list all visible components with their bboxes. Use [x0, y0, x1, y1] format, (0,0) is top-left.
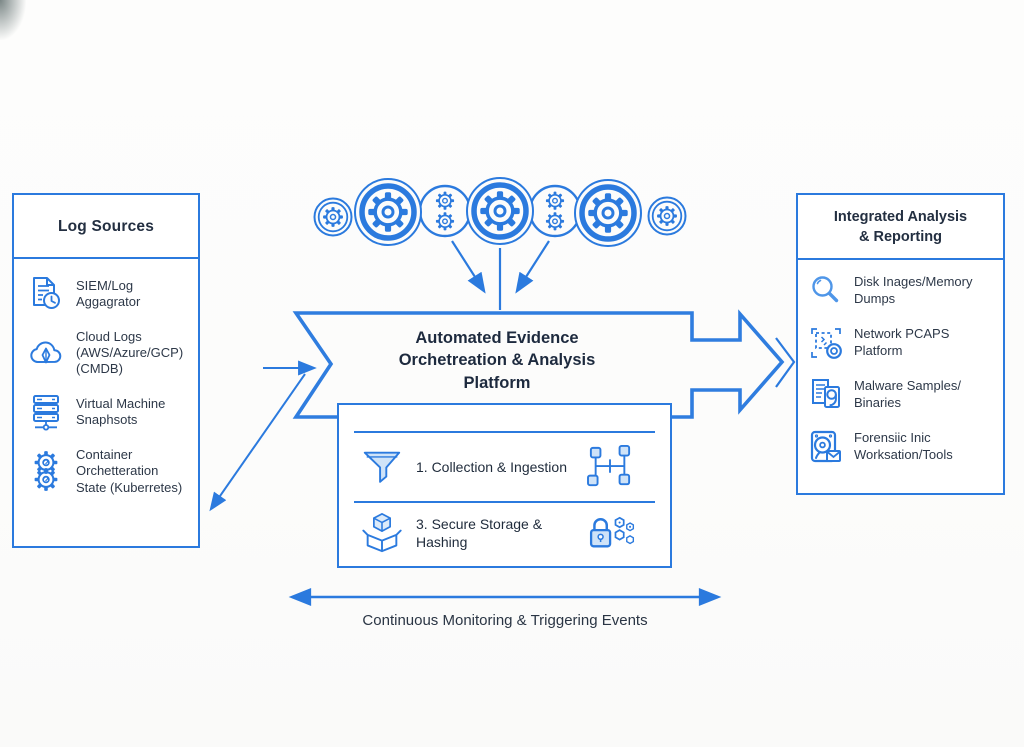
- integrated-analysis-list: Disk Inages/Memory Dumps Network PCAPS P…: [798, 260, 1003, 465]
- svg-text:?: ?: [43, 458, 49, 468]
- forensic-workstation-icon: [808, 429, 844, 465]
- platform-title-line: Automated Evidence: [415, 329, 579, 347]
- platform-process-box: 1. Collection & Ingestion: [337, 403, 672, 568]
- gear-icon: [355, 179, 421, 245]
- monitoring-caption: Continuous Monitoring & Triggering Event…: [362, 612, 648, 629]
- lock-hash-icon: [586, 514, 638, 552]
- down-arrow: [515, 240, 550, 294]
- list-item: Malware Samples/ Binaries: [808, 377, 999, 413]
- gear-icon: [315, 199, 352, 236]
- list-item: SIEM/Log Aggagrator: [26, 274, 192, 314]
- list-item-label: Network PCAPS Platform: [854, 326, 950, 358]
- log-sources-list: SIEM/Log Aggagrator Cloud Logs (AWS/Azur…: [14, 259, 198, 496]
- platform-title-line: Orchetreation & Analysis: [398, 351, 596, 370]
- vm-snapshots-icon: [26, 392, 66, 432]
- platform-title: Automated Evidence Orchetreation & Analy…: [342, 327, 652, 394]
- automation-gears-band: [315, 178, 686, 246]
- list-item: Forensiic Inic Worksation/Tools: [808, 429, 999, 465]
- process-step-label: 1. Collection & Ingestion: [416, 458, 567, 475]
- integrated-analysis-title: Integrated Analysis & Reporting: [798, 195, 1003, 260]
- list-item-label: Cloud Logs (AWS/Azure/GCP) (CMDB): [76, 329, 184, 377]
- list-item-label: Virtual Machine Snaphsots: [76, 396, 166, 428]
- down-arrow: [451, 240, 486, 294]
- list-item: Cloud Logs (AWS/Azure/GCP) (CMDB): [26, 329, 192, 377]
- siem-log-icon: [26, 274, 66, 314]
- process-step-row: 3. Secure Storage & Hashing: [354, 501, 655, 563]
- svg-text:?: ?: [43, 475, 49, 485]
- gear-icon: [420, 186, 470, 236]
- panel-title-line: Integrated Analysis: [833, 209, 968, 225]
- list-item: Disk Inages/Memory Dumps: [808, 273, 999, 309]
- photo-corner-artifact: [0, 0, 26, 40]
- malware-samples-icon: [808, 377, 844, 413]
- list-item-label: Malware Samples/ Binaries: [854, 378, 961, 410]
- log-sources-title: Log Sources: [14, 195, 198, 259]
- workflow-icon: [586, 445, 634, 489]
- list-item-label: Disk Inages/Memory Dumps: [854, 274, 973, 306]
- platform-title-line: Platform: [463, 373, 531, 392]
- log-sources-panel: Log Sources SIEM/Log Aggagrator: [12, 193, 200, 548]
- list-item: Virtual Machine Snaphsots: [26, 392, 192, 432]
- list-item-label: Forensiic Inic Worksation/Tools: [854, 430, 953, 462]
- cloud-logs-icon: [26, 333, 66, 373]
- list-item: Network PCAPS Platform: [808, 325, 999, 361]
- log-sources-platform-arrows: [209, 360, 317, 512]
- integrated-analysis-panel: Integrated Analysis & Reporting Disk Ina…: [796, 193, 1005, 495]
- magnifier-icon: [808, 273, 844, 309]
- gear-icon: [467, 178, 533, 244]
- container-orchestration-icon: ? ?: [26, 451, 66, 492]
- gear-icon: [530, 186, 580, 236]
- panel-title-line: & Reporting: [859, 229, 942, 246]
- list-item-label: Container Orchetteration State (Kuberret…: [76, 447, 183, 495]
- process-step-row: 1. Collection & Ingestion: [354, 431, 655, 501]
- funnel-icon: [360, 445, 404, 489]
- arrow-tip-chevron: [775, 337, 796, 388]
- gear-icon: [575, 180, 641, 246]
- network-pcaps-icon: [808, 325, 844, 361]
- process-step-label: 3. Secure Storage & Hashing: [416, 515, 543, 550]
- gears-to-platform-arrows: [451, 240, 550, 310]
- down-left-arrow: [209, 373, 306, 512]
- list-item: ? ? Container Orchetteration State (Kube…: [26, 447, 192, 495]
- package-icon: [360, 511, 404, 555]
- list-item-label: SIEM/Log Aggagrator: [76, 277, 141, 309]
- gear-icon: [649, 198, 686, 235]
